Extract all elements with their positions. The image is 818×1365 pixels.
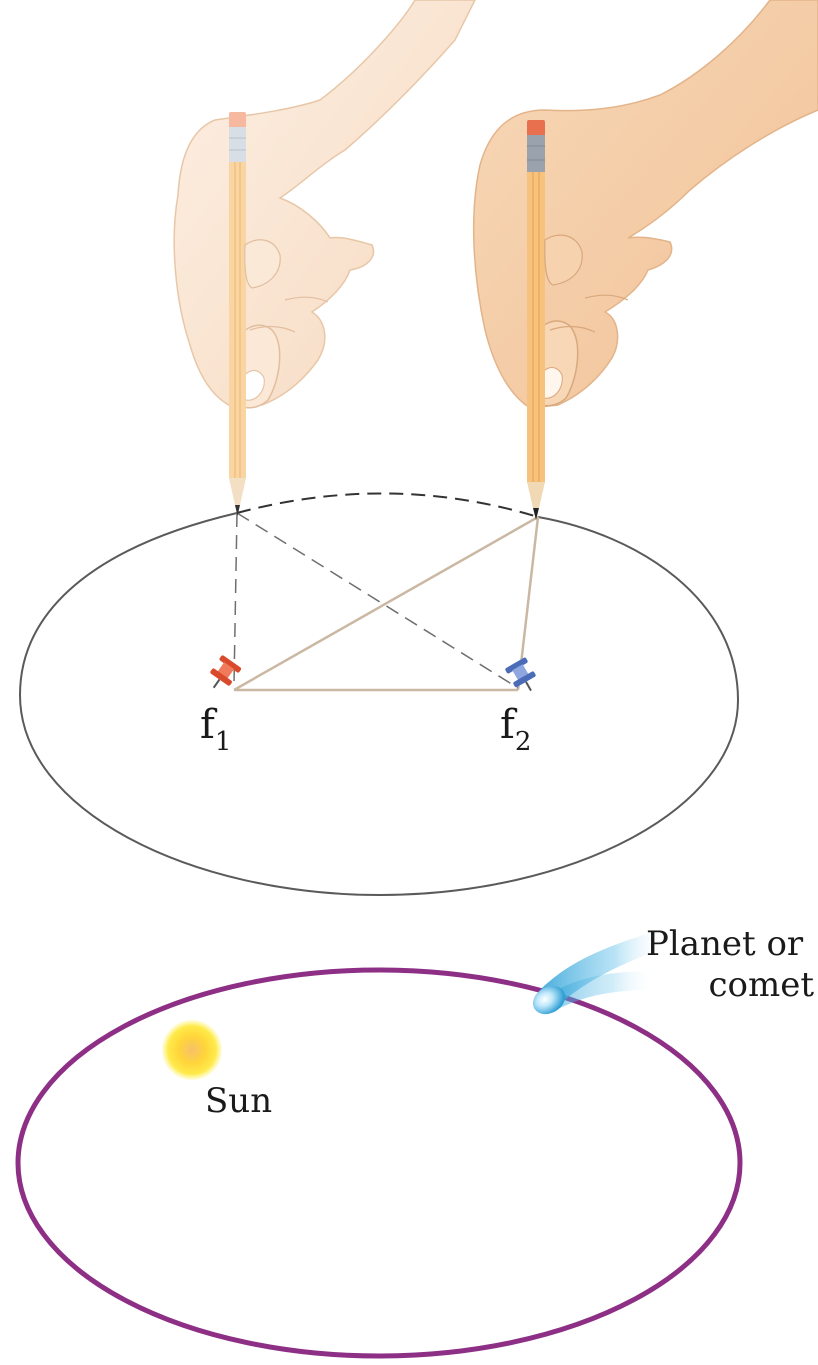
sun-icon bbox=[162, 1020, 222, 1080]
pencil-left-icon bbox=[229, 112, 246, 516]
sun-label: Sun bbox=[205, 1081, 272, 1121]
drawn-ellipse bbox=[20, 513, 738, 895]
hand-right-icon bbox=[474, 0, 818, 408]
string-solid bbox=[234, 517, 538, 690]
object-label: Planet or comet bbox=[646, 924, 814, 1005]
drawn-ellipse-dashed-arc bbox=[237, 493, 538, 517]
drawing-ellipse-panel: f1 f2 bbox=[20, 0, 818, 895]
string-dashed bbox=[234, 513, 518, 688]
pencil-right-icon bbox=[527, 120, 545, 520]
focus-2-label: f2 bbox=[500, 702, 531, 757]
focus-1-label: f1 bbox=[200, 702, 231, 757]
orbit-ellipse bbox=[18, 970, 740, 1356]
hand-left-icon bbox=[174, 0, 475, 408]
orbit-panel: Sun Planet or comet bbox=[18, 924, 814, 1356]
